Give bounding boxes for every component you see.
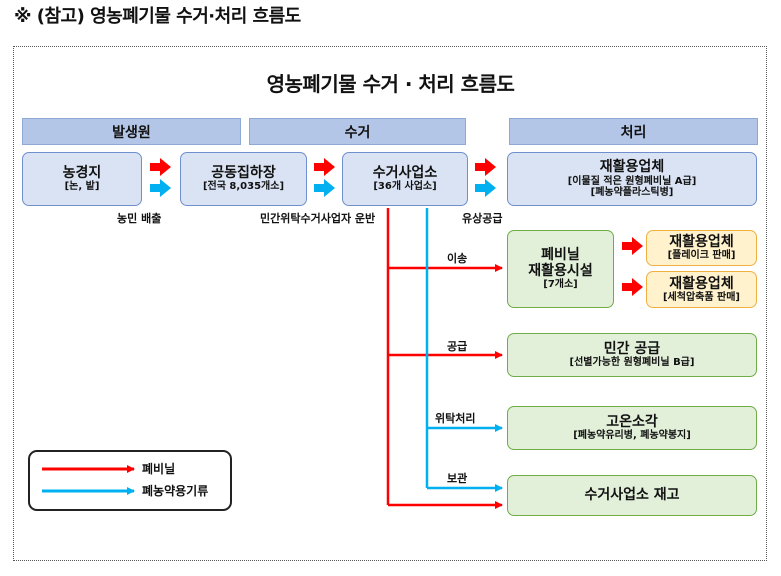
node-stock-title: 수거사업소 재고 [584, 487, 680, 504]
label-transfer: 이송 [447, 252, 468, 265]
header-process: 처리 [509, 118, 758, 145]
blue-block-arrow-3 [475, 179, 496, 197]
node-recycler-flake-title: 재활용업체 [669, 234, 734, 251]
node-stock: 수거사업소 재고 [507, 475, 757, 516]
node-incineration-sub: [폐농약유리병, 폐농약봉지] [573, 430, 691, 442]
legend-label-vinyl: 폐비닐 [142, 462, 176, 476]
node-private-supply: 민간 공급 [선별가능한 원형폐비닐 B급] [507, 333, 757, 377]
node-recycling-facility-title1: 폐비닐 [541, 247, 580, 264]
red-block-arrow-3 [475, 158, 496, 176]
header-collect: 수거 [249, 118, 466, 145]
legend-label-containers: 폐농약용기류 [142, 484, 209, 498]
node-recycling-facility-sub: [7개소] [543, 279, 578, 291]
node-collector-title: 수거사업소 [372, 165, 438, 182]
red-block-arrow-4 [622, 237, 643, 255]
label-supply: 공급 [447, 340, 468, 353]
node-recycling-facility-title2: 재활용시설 [528, 263, 593, 280]
label-storage: 보관 [447, 472, 468, 485]
node-recycler: 재활용업체 [이물질 적은 원형폐비닐 A급] [폐농약플라스틱병] [507, 152, 757, 206]
node-recycler-flake: 재활용업체 [플레이크 판매] [646, 230, 757, 266]
node-recycling-facility: 폐비닐 재활용시설 [7개소] [507, 230, 614, 308]
red-block-arrow-5 [622, 278, 643, 296]
node-farmland-title: 농경지 [62, 165, 102, 182]
node-collection-point-sub: [전국 8,035개소] [202, 181, 285, 193]
node-recycler-compressed: 재활용업체 [세척압축품 판매] [646, 271, 757, 308]
node-collection-point: 공동집하장 [전국 8,035개소] [180, 152, 307, 206]
diagram-frame [13, 46, 767, 561]
label-paid-supply: 유상공급 [462, 212, 503, 225]
node-collector: 수거사업소 [36개 사업소] [342, 152, 468, 206]
blue-block-arrow-1 [150, 179, 171, 197]
page-heading: ※ (참고) 영농폐기물 수거·처리 흐름도 [14, 6, 301, 27]
node-collector-sub: [36개 사업소] [373, 181, 437, 193]
node-recycler-sub2: [폐농약플라스틱병] [590, 187, 674, 199]
node-private-supply-sub: [선별가능한 원형폐비닐 B급] [569, 357, 695, 369]
header-origin: 발생원 [22, 118, 241, 145]
node-incineration-title: 고온소각 [606, 414, 658, 431]
legend-box: 폐비닐 폐농약용기류 [28, 450, 232, 511]
blue-block-arrow-2 [314, 179, 335, 197]
node-recycler-sub1: [이물질 적은 원형폐비닐 A급] [567, 175, 697, 187]
label-farmer-discharge: 농민 배출 [117, 212, 162, 225]
red-block-arrow-1 [150, 158, 171, 176]
label-consigned-treatment: 위탁처리 [435, 412, 476, 425]
node-collection-point-title: 공동집하장 [211, 165, 276, 182]
legend-swatches [42, 465, 135, 495]
diagram-title: 영농폐기물 수거 · 처리 흐름도 [266, 72, 515, 96]
node-farmland-sub: [논, 밭] [64, 181, 100, 193]
node-incineration: 고온소각 [폐농약유리병, 폐농약봉지] [507, 406, 757, 450]
red-block-arrow-2 [314, 158, 335, 176]
node-recycler-compressed-title: 재활용업체 [669, 275, 734, 292]
node-private-supply-title: 민간 공급 [603, 341, 661, 358]
node-recycler-title: 재활용업체 [599, 159, 665, 176]
node-farmland: 농경지 [논, 밭] [22, 152, 142, 206]
label-consigned-transport: 민간위탁수거사업자 운반 [260, 212, 376, 225]
node-recycler-compressed-sub: [세척압축품 판매] [662, 291, 741, 303]
node-recycler-flake-sub: [플레이크 판매] [667, 250, 736, 262]
